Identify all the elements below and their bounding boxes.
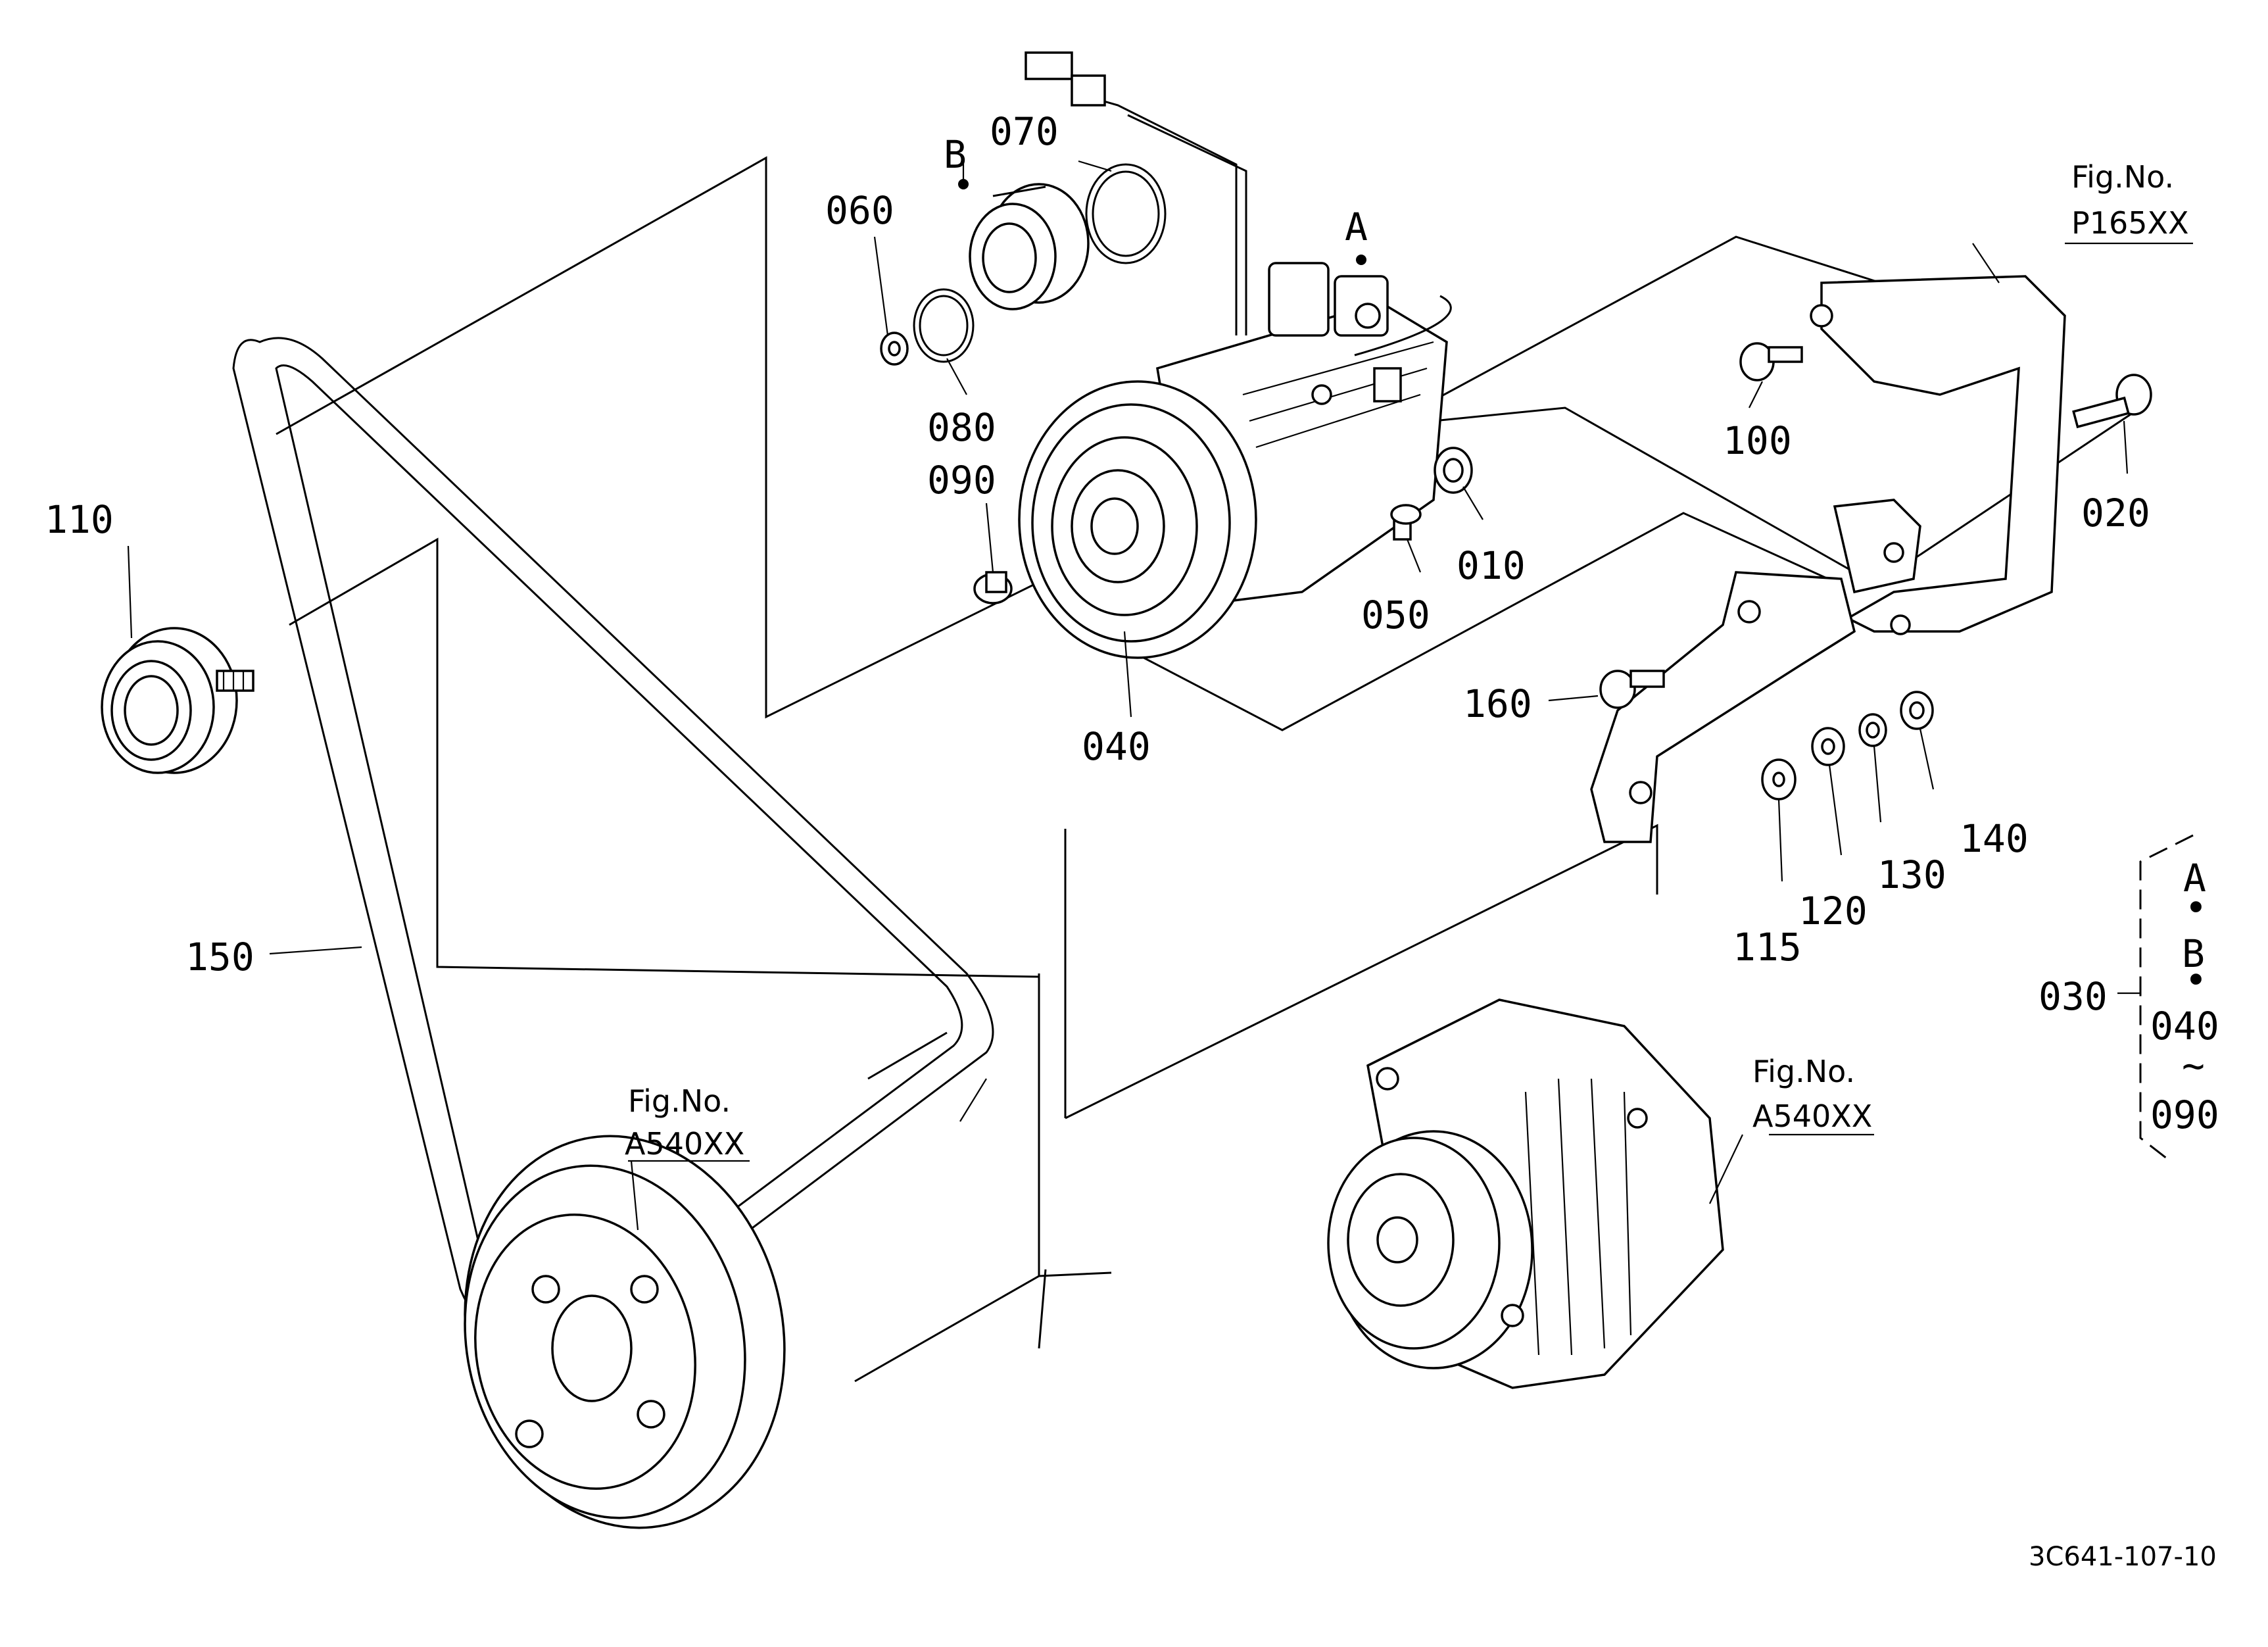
bolt-090: [973, 571, 1013, 604]
marker-dot-b: [958, 179, 969, 189]
snap-ring-070: [1085, 163, 1167, 264]
callout-labels: 010 020 030 040 050 060 070 080 090 100 …: [45, 109, 2150, 1019]
callout-060: 060: [825, 188, 894, 233]
callout-030: 030: [2039, 974, 2108, 1019]
drawing-code: 3C641-107-10: [2029, 1542, 2217, 1572]
bearing-b: [969, 183, 1090, 310]
callout-140: 140: [1960, 816, 2029, 861]
collar-010: [1434, 447, 1473, 494]
callout-110: 110: [45, 497, 114, 542]
assembly-note-to: 090: [2150, 1093, 2219, 1137]
assembly-note-from: 040: [2150, 1004, 2219, 1048]
bolt-050: [1390, 504, 1422, 541]
callout-010: 010: [1457, 543, 1526, 588]
assembly-note-tilde: ~: [2182, 1043, 2205, 1088]
compressor-bracket: [1590, 275, 2066, 843]
compressor-assembly: [1018, 51, 1452, 659]
callout-070: 070: [990, 109, 1059, 154]
nut-140: [1900, 691, 1934, 730]
spring-washer-130: [1858, 713, 1887, 747]
callout-120: 120: [1798, 889, 1868, 933]
washer-120: [1811, 727, 1845, 766]
assembly-note-dot2: •: [2184, 958, 2208, 1002]
figref-alternator-label: Fig.No.: [1752, 1054, 1855, 1089]
callout-020: 020: [2081, 491, 2150, 535]
assembly-note-a: A: [2183, 856, 2206, 900]
bolt-100: [1739, 342, 1803, 381]
callout-080: 080: [927, 405, 996, 450]
callout-100: 100: [1723, 418, 1792, 463]
marker-b: B: [944, 132, 967, 177]
marker-dot-a: [1356, 255, 1366, 265]
bolt-020: [2072, 374, 2152, 429]
figref-top-right-code: P165XX: [2071, 205, 2189, 241]
figref-crank-code: A540XX: [625, 1126, 744, 1162]
figref-top-right-label: Fig.No.: [2071, 159, 2174, 195]
assembly-bracket-030: [2139, 834, 2194, 1162]
washer-060: [880, 332, 909, 366]
crank-pulley: [464, 1135, 786, 1529]
callout-050: 050: [1361, 593, 1430, 637]
figref-crank-label: Fig.No.: [628, 1083, 731, 1119]
leader-lines: [127, 160, 2193, 1231]
callout-160: 160: [1463, 681, 1532, 726]
assembly-note: A • B • 040 ~ 090: [2150, 856, 2219, 1137]
snap-ring-080: [913, 288, 975, 363]
figref-alternator-code: A540XX: [1752, 1098, 1872, 1134]
washer-115: [1761, 758, 1797, 800]
callout-150: 150: [185, 935, 254, 979]
marker-a: A: [1345, 205, 1368, 249]
assembly-note-b: B: [2182, 931, 2205, 976]
callout-040: 040: [1082, 724, 1151, 769]
figure-references: Fig.No. P165XX Fig.No. A540XX Fig.No. A5…: [625, 159, 2189, 1162]
alternator: [1327, 998, 1724, 1389]
assembly-note-dot1: •: [2184, 885, 2208, 930]
callout-130: 130: [1877, 852, 1946, 897]
assembly-lines: [276, 156, 2131, 1383]
bolt-160: [1599, 670, 1665, 709]
callout-115: 115: [1733, 925, 1802, 970]
callout-090: 090: [927, 458, 996, 503]
idler-pulley-110: [101, 627, 254, 774]
